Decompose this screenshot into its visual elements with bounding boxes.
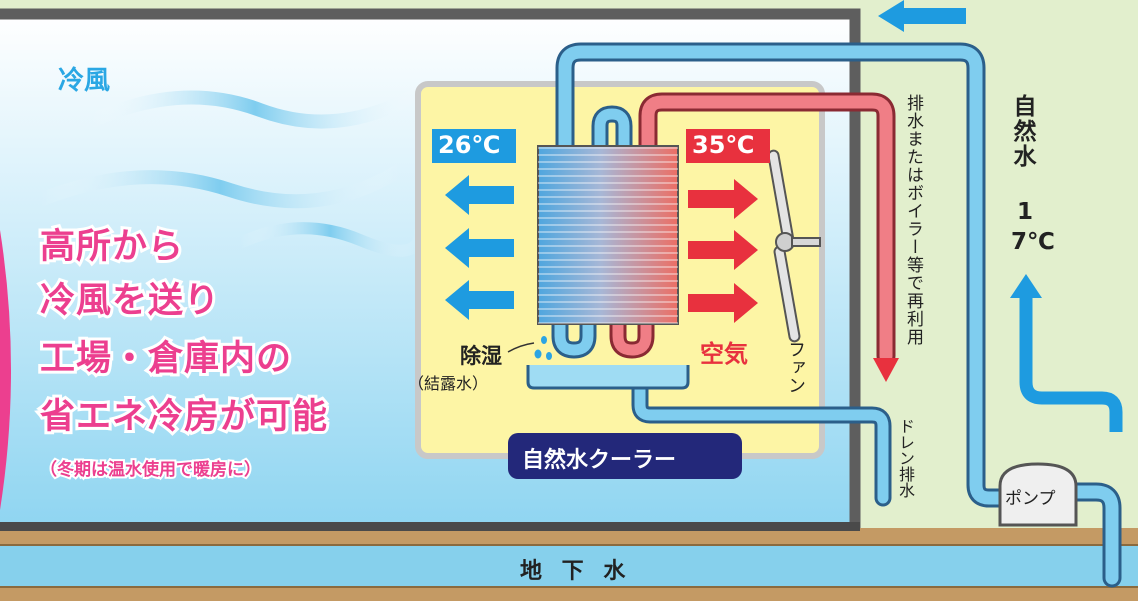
headline-line: 工場・倉庫内の [37,336,294,382]
temp-out-badge [432,129,516,163]
winter-note: （冬期は温水使用で暖房に） [38,458,263,482]
wind-wave [234,222,426,257]
flow-arrow-left [878,0,966,32]
wind-wave [83,85,427,129]
temp-in-badge [686,129,770,163]
cooler-label: 自然水クーラー [522,448,677,473]
building-wall [0,8,861,528]
floor [0,522,860,531]
natural-water-arrow [1019,296,1123,432]
natural-water-label: 自然水 [1009,94,1035,169]
temp-in-label: 35℃ [692,131,755,159]
droplets-icon [534,336,552,360]
red-down-arrow [873,358,899,382]
water-temp-value: 17℃ [1011,199,1055,255]
pump-label: ポンプ [1005,489,1056,509]
drain-label: ドレン排水 [896,418,915,498]
headline-line: 省エネ冷房が可能 [37,394,330,440]
fan-icon [767,149,821,343]
groundwater-band [0,545,1138,587]
drain-tray [526,365,690,390]
air-label: 空気 [700,340,748,368]
condensation-label: （結露水） [408,374,489,393]
dehumid-label: 除湿 [460,344,502,368]
headline-line: 高所から [37,224,186,270]
temp-out-label: 26℃ [438,131,501,159]
headline-line: 冷風を送り [37,278,222,324]
fan-label: ファン [785,340,806,394]
cold-wind-label: 冷風 [58,66,111,96]
pump-icon [998,462,1078,527]
groundwater-label: 地 下 水 [520,559,632,584]
cooler-label-bg [508,433,742,479]
wind-wave [33,163,407,209]
reuse-label: 排水またはボイラー等で再利用 [903,94,923,346]
cold-air-arrows [445,175,514,320]
warm-air-arrows [688,179,758,323]
